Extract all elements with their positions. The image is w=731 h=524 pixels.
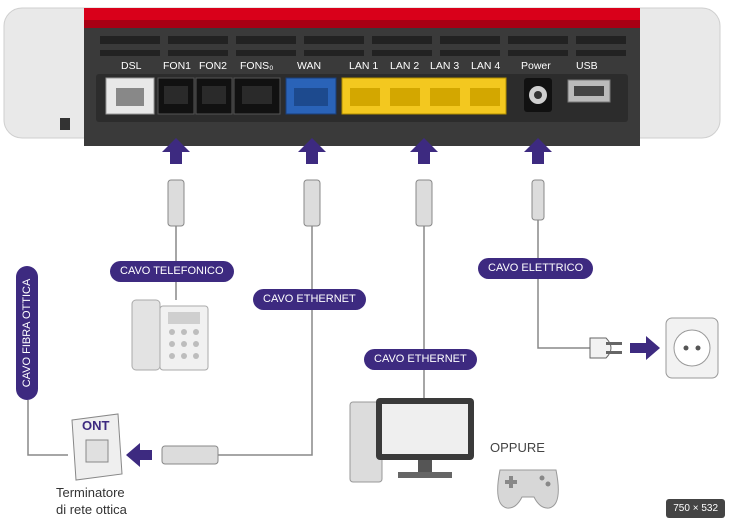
telephone-icon [131, 299, 209, 371]
port-label-lan4: LAN 4 [471, 60, 501, 72]
port-label-lan1: LAN 1 [349, 60, 379, 72]
port-label-lan3: LAN 3 [430, 60, 460, 72]
computer-icon [349, 398, 474, 483]
port-label-fon1: FON1 [163, 60, 192, 72]
port-label-fon2: FON2 [199, 60, 228, 72]
power-plug-icon [589, 337, 622, 359]
port-label-power: Power [521, 60, 551, 72]
game-controller-icon [497, 469, 559, 509]
power-port [524, 78, 552, 112]
port-label-fons0: FONS₀ [240, 60, 274, 72]
ont-device [71, 413, 123, 481]
fons0-port [233, 77, 281, 115]
cable-label-ethernet-wan: CAVO ETHERNET [253, 289, 366, 310]
cable-plugs [167, 179, 545, 227]
port-label-usb: USB [576, 60, 598, 72]
fiber-plug [161, 445, 219, 465]
arrow-up-icons [162, 138, 552, 164]
cable-label-fibra: CAVO FIBRA OTTICA [16, 266, 38, 400]
fon2-port [195, 77, 233, 115]
image-size-badge: 750 × 532 [666, 499, 725, 518]
cable-label-ethernet-lan: CAVO ETHERNET [364, 349, 477, 370]
router [3, 7, 721, 146]
cable-label-telefonico: CAVO TELEFONICO [110, 261, 234, 282]
arrow-left-icon [126, 443, 152, 467]
dsl-port [105, 77, 155, 115]
port-label-lan2: LAN 2 [390, 60, 420, 72]
wan-port [285, 77, 337, 115]
wall-socket-icon [665, 317, 719, 379]
arrow-right-icon [630, 336, 660, 360]
oppure-label: OPPURE [490, 440, 545, 455]
ont-label: ONT [82, 418, 110, 433]
cable-label-elettrico: CAVO ELETTRICO [478, 258, 594, 279]
lan-ports [341, 77, 507, 115]
port-label-wan: WAN [297, 60, 322, 72]
port-label-dsl: DSL [121, 60, 142, 72]
ont-caption-line1: Terminatore [56, 485, 125, 500]
ont-caption-line2: di rete ottica [56, 502, 127, 517]
usb-port [567, 79, 611, 103]
fon1-port [157, 77, 195, 115]
